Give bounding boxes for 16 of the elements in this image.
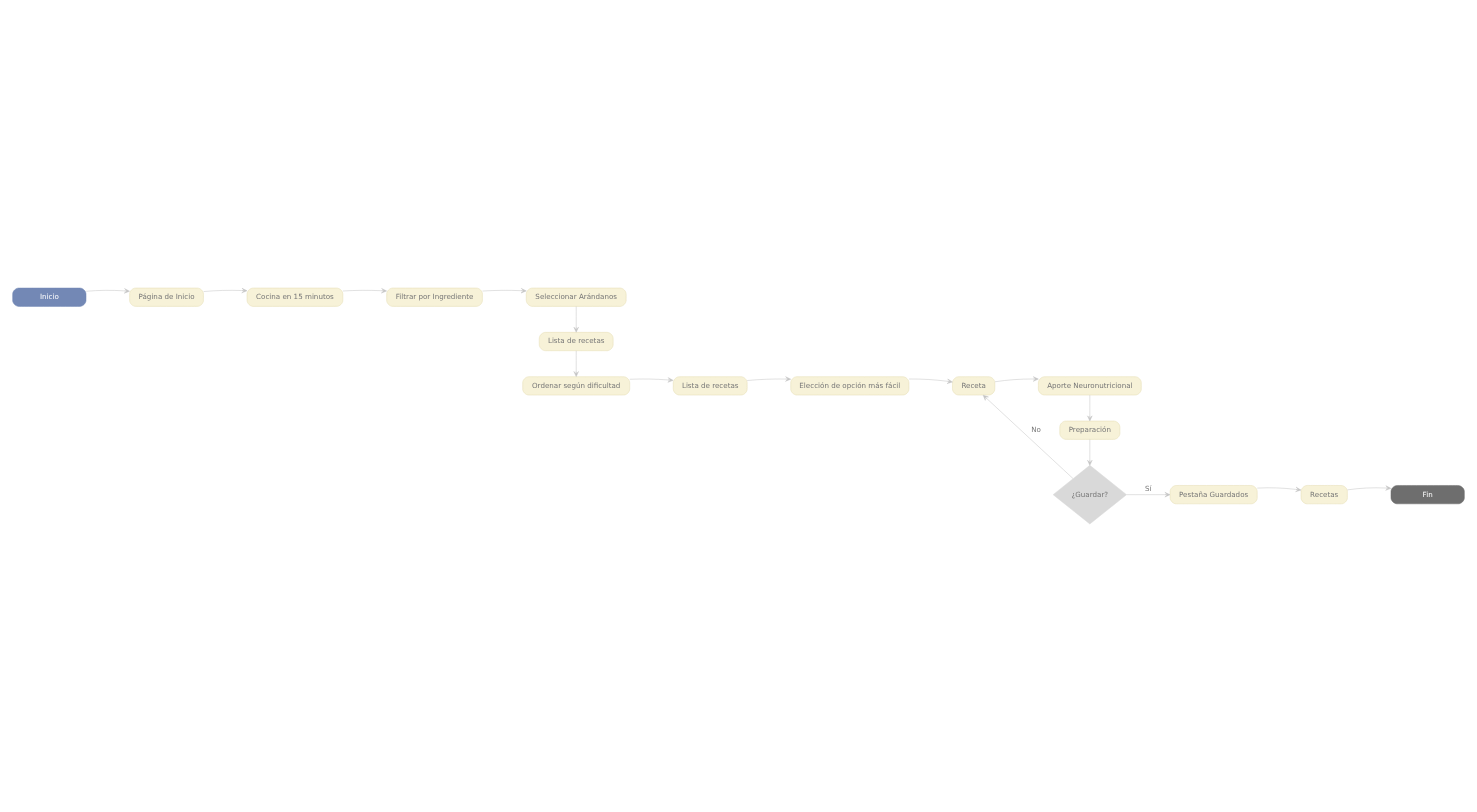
arrow bbox=[982, 394, 1074, 479]
arrow bbox=[1087, 439, 1093, 466]
arrow bbox=[203, 288, 248, 294]
arrow bbox=[1257, 486, 1302, 492]
arrow bbox=[1126, 492, 1171, 498]
arrow bbox=[908, 378, 953, 384]
arrow bbox=[482, 288, 527, 294]
arrow bbox=[1347, 485, 1392, 491]
arrow bbox=[342, 288, 387, 294]
arrow bbox=[629, 377, 674, 383]
arrow bbox=[746, 376, 791, 382]
arrow bbox=[573, 350, 579, 377]
arrow bbox=[994, 376, 1039, 382]
arrow bbox=[1087, 394, 1093, 422]
arrow bbox=[85, 288, 130, 294]
arrow bbox=[573, 306, 579, 333]
